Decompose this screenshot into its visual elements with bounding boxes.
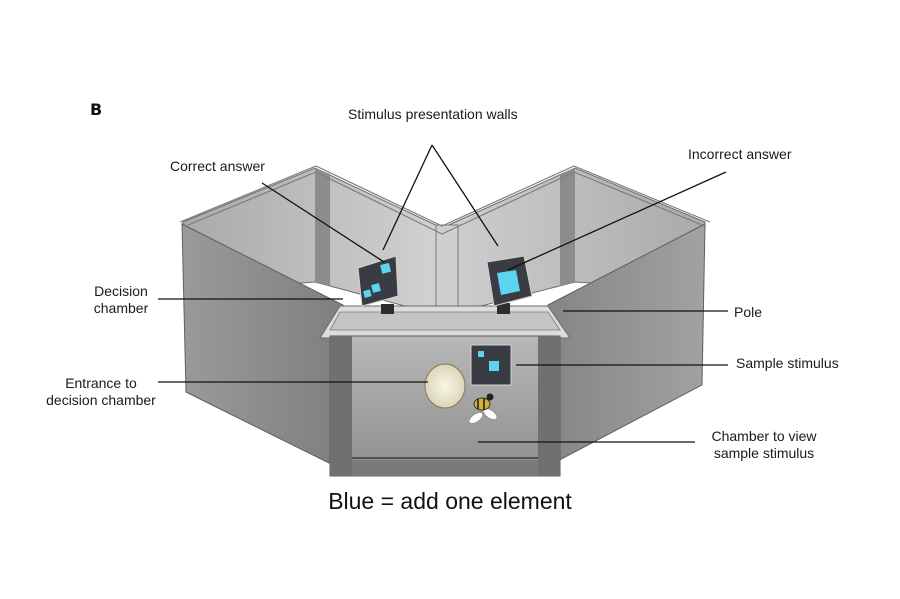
label-entrance-line1: Entrance to [65, 375, 137, 391]
label-view-chamber-line1: Chamber to view [711, 428, 817, 444]
label-view-chamber-line2: sample stimulus [713, 445, 815, 461]
label-entrance: Entrance to decision chamber [36, 375, 166, 409]
correct-answer-stimulus [357, 255, 399, 307]
figure-caption: Blue = add one element [328, 488, 572, 514]
label-sample-stimulus: Sample stimulus [736, 355, 839, 371]
label-decision-chamber: Decision chamber [88, 283, 154, 317]
sample-stimulus [470, 344, 512, 386]
label-decision-chamber-line2: chamber [93, 300, 149, 316]
label-view-chamber: Chamber to view sample stimulus [694, 428, 834, 462]
pole-left [381, 304, 394, 314]
label-entrance-line2: decision chamber [46, 392, 156, 408]
leader-lines [158, 144, 728, 443]
label-pole: Pole [734, 304, 763, 320]
label-incorrect-answer: Incorrect answer [688, 146, 792, 162]
entrance-hole [424, 363, 466, 409]
bee-icon [468, 393, 498, 425]
label-decision-chamber-line1: Decision [94, 283, 148, 299]
label-correct-answer: Correct answer [170, 158, 265, 174]
incorrect-answer-stimulus [486, 255, 533, 307]
pole-right [497, 303, 510, 314]
label-stimulus-walls: Stimulus presentation walls [348, 106, 518, 122]
panel-letter: B [90, 100, 103, 119]
